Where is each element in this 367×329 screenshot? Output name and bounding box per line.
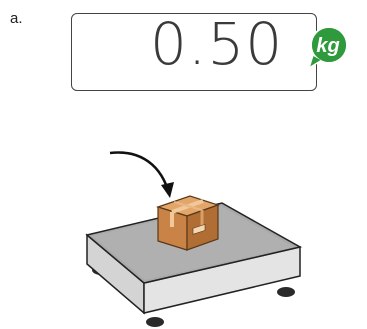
parcel-box-icon: [158, 196, 218, 250]
arrow-icon: [110, 152, 174, 198]
